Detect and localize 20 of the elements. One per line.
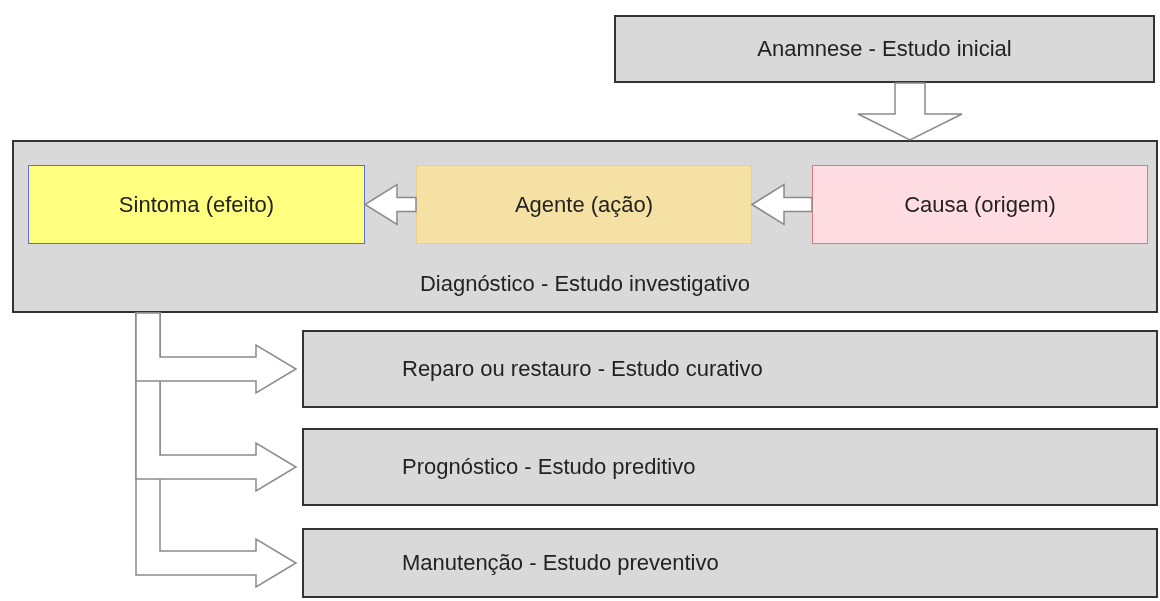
block-arrow [750,183,813,226]
stage-box [614,15,1155,83]
cause-box [812,165,1148,244]
box-label: Reparo ou restauro - Estudo curativo [402,356,763,382]
diagnosis-container [12,140,1158,313]
box-label: Causa (origem) [904,191,1056,218]
box-label: Anamnese - Estudo inicial [757,36,1012,62]
symptom-box [28,165,365,244]
box-label: Diagnóstico - Estudo investigativo [419,271,751,297]
block-arrow [363,183,417,226]
stage-box [302,528,1158,598]
box-label: Prognóstico - Estudo preditivo [402,454,696,480]
stage-box [302,428,1158,506]
box-label: Sintoma (efeito) [118,191,275,218]
block-arrow [857,82,963,141]
box-label: Agente (ação) [514,191,654,218]
agent-box [416,165,752,244]
stage-box [302,330,1158,408]
box-label: Manutenção - Estudo preventivo [402,550,719,576]
block-arrow [135,312,298,395]
